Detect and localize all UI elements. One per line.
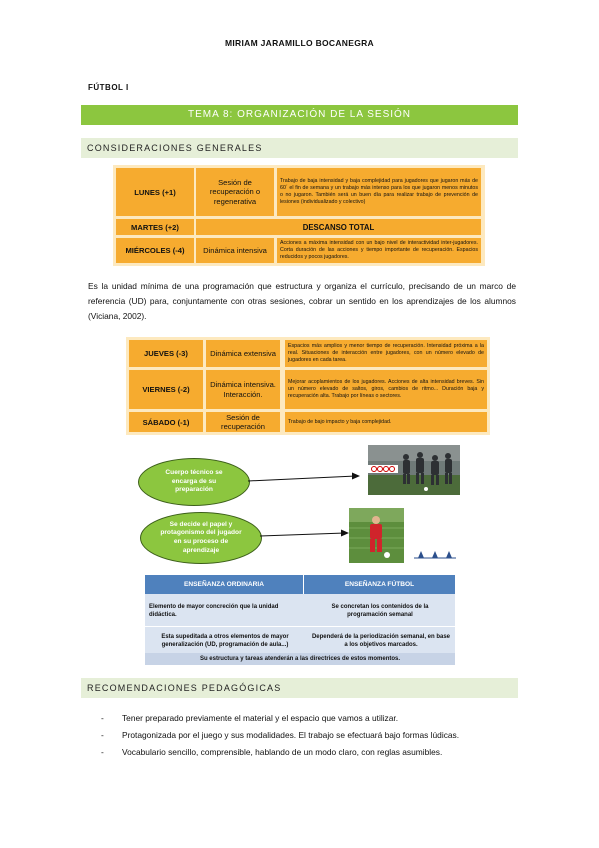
day-cell: VIERNES (-2) xyxy=(129,370,203,409)
description-text: Acciones a máxima intensidad con un bajo… xyxy=(280,240,478,260)
table-cell: Dependerá de la periodización semanal, e… xyxy=(311,633,451,648)
list-item: - Tener preparado previamente el material… xyxy=(101,711,521,726)
session-type-cell: Sesión de recuperación o regenerativa xyxy=(196,168,274,216)
oval-text: Cuerpo técnico se encarga de su preparac… xyxy=(165,469,223,494)
table-cell: Esta supeditada a otros elementos de may… xyxy=(161,633,289,648)
author-name: MIRIAM JARAMILLO BOCANEGRA xyxy=(225,38,374,48)
schedule-row: MIÉRCOLES (-4) Dinámica intensiva Accion… xyxy=(113,238,485,263)
schedule-row: SÁBADO (-1) Sesión de recuperación Traba… xyxy=(126,412,490,432)
table-cell: Elemento de mayor concreción que la unid… xyxy=(149,603,279,618)
bullet-dash: - xyxy=(101,713,104,723)
subject-label: FÚTBOL I xyxy=(88,83,129,92)
diagram-oval-player: Se decide el papel y protagonismo del ju… xyxy=(140,512,262,564)
session-type-cell: Dinámica intensiva. Interacción. xyxy=(206,370,280,409)
session-type-cell: Sesión de recuperación xyxy=(206,412,280,432)
diagram-oval-coach: Cuerpo técnico se encarga de su preparac… xyxy=(138,458,250,506)
schedule-table-1: LUNES (+1) Sesión de recuperación o rege… xyxy=(113,165,485,266)
table-footer: Su estructura y tareas atenderán a las d… xyxy=(199,655,401,662)
description-cell: Espacios más amplios y menor tiempo de r… xyxy=(285,340,487,367)
rest-day-cell: DESCANSO TOTAL xyxy=(196,219,481,235)
day-cell: JUEVES (-3) xyxy=(129,340,203,367)
list-item: - Protagonizada por el juego y sus modali… xyxy=(101,728,521,743)
list-item-text: Protagonizada por el juego y sus modalid… xyxy=(122,730,460,740)
schedule-row: JUEVES (-3) Dinámica extensiva Espacios … xyxy=(126,340,490,367)
description-cell: Mejorar acoplamientos de los jugadores. … xyxy=(285,370,487,409)
description-text: Espacios más amplios y menor tiempo de r… xyxy=(288,343,484,363)
description-cell: Trabajo de baja intensidad y baja comple… xyxy=(277,168,481,216)
session-type-cell: Dinámica extensiva xyxy=(206,340,280,367)
column-header: ENSEÑANZA ORDINARIA xyxy=(145,575,303,594)
description-text: Trabajo de baja intensidad y baja comple… xyxy=(280,178,478,205)
column-header: ENSEÑANZA FÚTBOL xyxy=(303,575,455,594)
description-text: Mejorar acoplamientos de los jugadores. … xyxy=(288,379,484,399)
description-cell: Trabajo de bajo impacto y baja complejid… xyxy=(285,412,487,432)
topic-title-bar: TEMA 8: ORGANIZACIÓN DE LA SESIÓN xyxy=(81,105,518,125)
bullet-dash: - xyxy=(101,747,104,757)
training-cones-graphic xyxy=(414,551,456,559)
description-cell: Acciones a máxima intensidad con un bajo… xyxy=(277,238,481,263)
arrow-to-coach-photo xyxy=(247,472,360,482)
schedule-row: VIERNES (-2) Dinámica intensiva. Interac… xyxy=(126,370,490,409)
description-text: Trabajo de bajo impacto y baja complejid… xyxy=(288,418,392,425)
recommendations-list: - Tener preparado previamente el material… xyxy=(101,711,521,762)
arrow-to-player-photo xyxy=(259,529,349,537)
day-cell: MIÉRCOLES (-4) xyxy=(116,238,194,263)
schedule-row: LUNES (+1) Sesión de recuperación o rege… xyxy=(113,168,485,216)
list-item-text: Tener preparado previamente el material … xyxy=(122,713,399,723)
table-divider xyxy=(145,626,455,627)
oval-text: Se decide el papel y protagonismo del ju… xyxy=(160,520,242,554)
day-cell: SÁBADO (-1) xyxy=(129,412,203,432)
schedule-row: MARTES (+2) DESCANSO TOTAL xyxy=(113,219,485,235)
section-heading-general: CONSIDERACIONES GENERALES xyxy=(81,138,518,158)
definition-paragraph: Es la unidad mínima de una programación … xyxy=(88,281,516,321)
list-item: - Vocabulario sencillo, comprensible, hab… xyxy=(101,745,521,760)
table-footer-bg xyxy=(145,653,455,665)
day-cell: LUNES (+1) xyxy=(116,168,194,216)
session-type-cell: Dinámica intensiva xyxy=(196,238,274,263)
list-item-text: Vocabulario sencillo, comprensible, habl… xyxy=(122,747,443,757)
schedule-table-2: JUEVES (-3) Dinámica extensiva Espacios … xyxy=(126,337,490,435)
teaching-comparison-table: ENSEÑANZA ORDINARIA ENSEÑANZA FÚTBOL Ele… xyxy=(145,575,455,665)
young-player-photo xyxy=(349,508,404,563)
bullet-dash: - xyxy=(101,730,104,740)
day-cell: MARTES (+2) xyxy=(116,219,194,235)
table-cell: Se concretan los contenidos de la progra… xyxy=(331,603,429,618)
section-heading-recommendations: RECOMENDACIONES PEDAGÓGICAS xyxy=(81,678,518,698)
team-training-photo xyxy=(368,445,460,495)
